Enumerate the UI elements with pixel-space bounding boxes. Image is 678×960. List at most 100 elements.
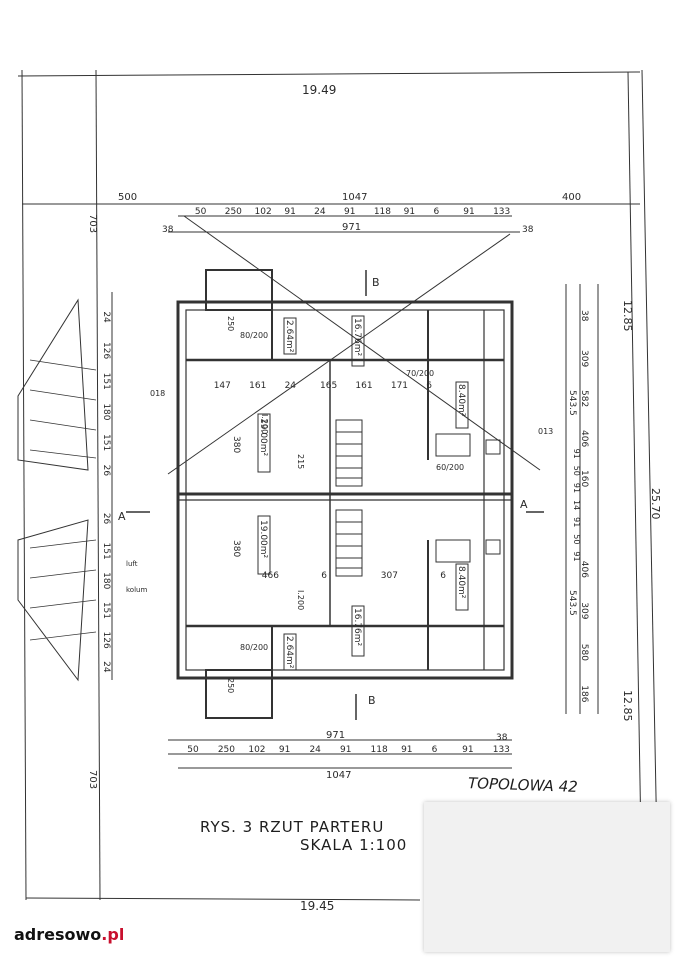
site-boundary-bottom bbox=[25, 897, 421, 901]
svg-text:16.76m²: 16.76m² bbox=[352, 608, 362, 647]
right-stack-label: 91 bbox=[572, 449, 581, 459]
right-dimension-label: 580 bbox=[579, 644, 589, 661]
drawing-title: RYS. 3 RZUT PARTERU bbox=[200, 818, 385, 836]
left-dimension-label: 24 bbox=[101, 311, 111, 323]
setback-right: 400 bbox=[562, 192, 581, 203]
entry-hatch-lower bbox=[17, 519, 89, 682]
left-dimension-label: 24 bbox=[101, 661, 111, 673]
annex-top bbox=[205, 269, 273, 311]
door-tag-1: 80/200 bbox=[240, 331, 268, 340]
top-dimension-label: 91 bbox=[344, 207, 355, 217]
bottom-dimension-label: 91 bbox=[462, 745, 473, 755]
annex-bottom bbox=[205, 669, 273, 719]
top-inner-dimension: 971 bbox=[342, 222, 361, 233]
site-width-bottom: 19.45 bbox=[300, 899, 334, 913]
diagonal-2 bbox=[167, 233, 511, 475]
redaction-sticker bbox=[424, 802, 670, 952]
bottom-dimension-label: 91 bbox=[279, 745, 290, 755]
bottom-dimension-label: 133 bbox=[493, 745, 510, 755]
hatch-lines bbox=[29, 359, 97, 641]
svg-text:16.76m²: 16.76m² bbox=[352, 318, 362, 357]
site-logo[interactable]: adresowo.pl bbox=[6, 922, 133, 947]
bottom-dimension-label: 91 bbox=[401, 745, 412, 755]
room-label-6: 16.76m² bbox=[351, 605, 365, 657]
door-tag-3: 70/200 bbox=[406, 369, 434, 378]
site-width-top: 19.49 bbox=[302, 83, 336, 97]
left-dimension-label: 151 bbox=[101, 373, 111, 390]
svg-text:2.64m²: 2.64m² bbox=[284, 636, 294, 669]
right-stack-label: 91 bbox=[572, 551, 581, 561]
left-dimension-label: 151 bbox=[101, 543, 111, 560]
right-dimension-label: 160 bbox=[579, 470, 589, 487]
tag-lintel: 013 bbox=[538, 427, 553, 436]
top-dimension-label: 50 bbox=[195, 207, 207, 217]
site-boundary-top bbox=[17, 71, 641, 77]
room-dimension-label: 466 bbox=[262, 571, 279, 581]
svg-text:8.40m²: 8.40m² bbox=[456, 566, 466, 599]
left-dimension-label: 151 bbox=[101, 434, 111, 451]
site-offset-line bbox=[95, 69, 101, 901]
svg-text:19.00m²: 19.00m² bbox=[258, 418, 268, 457]
svg-text:19.00m²: 19.00m² bbox=[258, 520, 268, 559]
section-a-right: A bbox=[520, 498, 528, 511]
right-sum-lower: 543.5 bbox=[567, 590, 577, 616]
tag-col-b: 250 bbox=[226, 316, 235, 331]
door-tag-2: 60/200 bbox=[436, 463, 464, 472]
left-dimension-label: 180 bbox=[101, 572, 111, 589]
tag-col-d: 250 bbox=[226, 678, 235, 693]
right-dimension-label: 309 bbox=[579, 350, 589, 367]
setback-left: 500 bbox=[118, 192, 137, 203]
section-b-bottom: B bbox=[368, 694, 376, 707]
left-dimension-label: 26 bbox=[101, 513, 111, 525]
right-stack-label: 50 bbox=[572, 534, 581, 544]
room-dimension-label: 171 bbox=[391, 381, 408, 391]
top-dimension-label: 250 bbox=[225, 207, 242, 217]
top-dimension-label: 24 bbox=[314, 207, 326, 217]
bottom-dimension-label: 91 bbox=[340, 745, 351, 755]
right-dimension-label: 186 bbox=[579, 685, 589, 702]
fixture-sink-1 bbox=[485, 439, 501, 455]
top-end-left: 38 bbox=[162, 225, 174, 235]
bottom-dimension-label: 50 bbox=[187, 745, 199, 755]
tag-lintel-b: 018 bbox=[150, 389, 165, 398]
room-dimension-label: 161 bbox=[249, 381, 266, 391]
bottom-dimension-label: 250 bbox=[218, 745, 235, 755]
right-dimension-label: 406 bbox=[579, 561, 589, 578]
top-end-right: 38 bbox=[522, 225, 534, 235]
top-dimension-label: 91 bbox=[284, 207, 295, 217]
building-outline bbox=[176, 300, 514, 680]
site-boundary-right bbox=[641, 69, 659, 901]
street-address: TOPOLOWA 42 bbox=[467, 774, 579, 796]
room-dimension-label: 161 bbox=[355, 381, 372, 391]
top-dimension-label: 102 bbox=[255, 207, 272, 217]
door-tag-4: 80/200 bbox=[240, 643, 268, 652]
svg-text:8.40m²: 8.40m² bbox=[456, 384, 466, 417]
tag-window: I.200 bbox=[260, 414, 269, 434]
left-dimension-label: 180 bbox=[101, 403, 111, 420]
building-width-top: 1047 bbox=[342, 192, 367, 203]
room-dimension-label: 6 bbox=[426, 381, 432, 391]
fixture-bath-upper bbox=[435, 433, 471, 457]
logo-brand: adresowo bbox=[14, 925, 102, 944]
bottom-inner-dimension: 971 bbox=[326, 730, 345, 741]
bottom-dimension-label: 6 bbox=[432, 745, 438, 755]
site-boundary-left bbox=[21, 69, 27, 901]
site-depth-lower: 12.85 bbox=[621, 690, 634, 722]
section-b-top: B bbox=[372, 276, 380, 289]
right-dimension-label: 582 bbox=[579, 390, 589, 407]
entry-hatch-upper bbox=[17, 298, 89, 471]
room-label-1: 2.64m² bbox=[283, 317, 297, 355]
top-dimension-label: 6 bbox=[433, 207, 439, 217]
fixture-sink-2 bbox=[485, 539, 501, 555]
right-dimension-label: 406 bbox=[579, 430, 589, 447]
left-offset-bottom: 703 bbox=[87, 770, 98, 789]
room-height-label-2: 380 bbox=[231, 540, 241, 557]
site-offset-line-2 bbox=[627, 71, 643, 901]
room-label-4: 19.00m² bbox=[257, 413, 271, 473]
diagonal-1 bbox=[183, 215, 541, 471]
right-stack-label: 50 bbox=[572, 466, 581, 476]
